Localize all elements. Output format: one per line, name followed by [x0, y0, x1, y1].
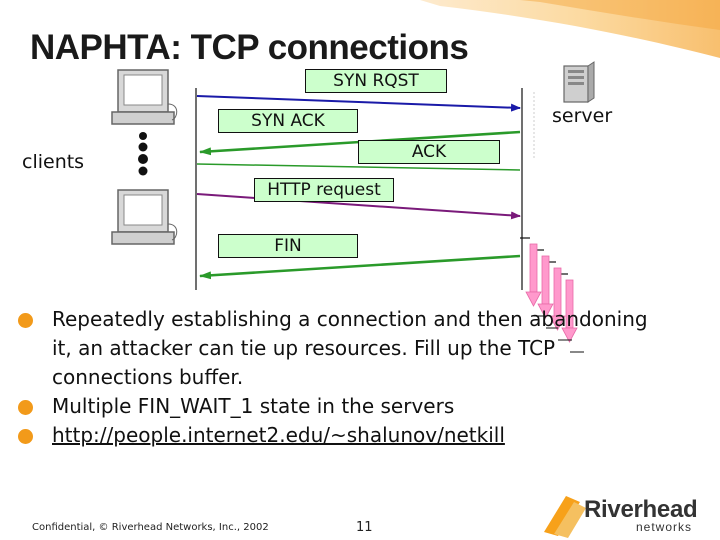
fin-label: FIN — [218, 234, 358, 258]
clients-label: clients — [22, 151, 85, 173]
syn-ack-label: SYN ACK — [218, 109, 358, 133]
fin-wait-arrows — [520, 237, 584, 353]
bullet-item: Repeatedly establishing a connection and… — [18, 305, 658, 392]
bullet-dot-icon — [18, 429, 33, 444]
client-computer-icon — [111, 189, 178, 245]
footer-confidential: Confidential, © Riverhead Networks, Inc.… — [32, 522, 269, 533]
slide-title: NAPHTA: TCP connections — [30, 28, 469, 67]
netkill-link[interactable]: http://people.internet2.edu/~shalunov/ne… — [52, 423, 505, 447]
ack-arrow — [196, 163, 521, 171]
bullet-list: Repeatedly establishing a connection and… — [18, 305, 658, 450]
client-computer-icon — [111, 69, 178, 125]
ack-label: ACK — [358, 140, 500, 164]
riverhead-logo-icon — [544, 496, 586, 538]
ellipsis-dots-icon — [138, 132, 148, 176]
logo-subtitle: networks — [636, 520, 693, 534]
bullet-dot-icon — [18, 400, 33, 415]
bullet-item: http://people.internet2.edu/~shalunov/ne… — [18, 421, 658, 450]
bullet-text: Multiple FIN_WAIT_1 state in the servers — [52, 394, 455, 418]
logo-name: Riverhead — [584, 496, 698, 523]
syn-rqst-label: SYN RQST — [305, 69, 447, 93]
http-request-arrow — [196, 193, 521, 220]
page-number: 11 — [356, 520, 373, 535]
bullet-dot-icon — [18, 313, 33, 328]
fin-arrow — [199, 254, 521, 280]
server-label: server — [552, 105, 613, 127]
bullet-item: Multiple FIN_WAIT_1 state in the servers — [18, 392, 658, 421]
header-decoration — [420, 0, 720, 58]
bullet-text: Repeatedly establishing a connection and… — [52, 307, 648, 389]
server-icon — [563, 61, 595, 103]
http-request-label: HTTP request — [254, 178, 394, 202]
syn-rqst-arrow — [196, 95, 521, 112]
